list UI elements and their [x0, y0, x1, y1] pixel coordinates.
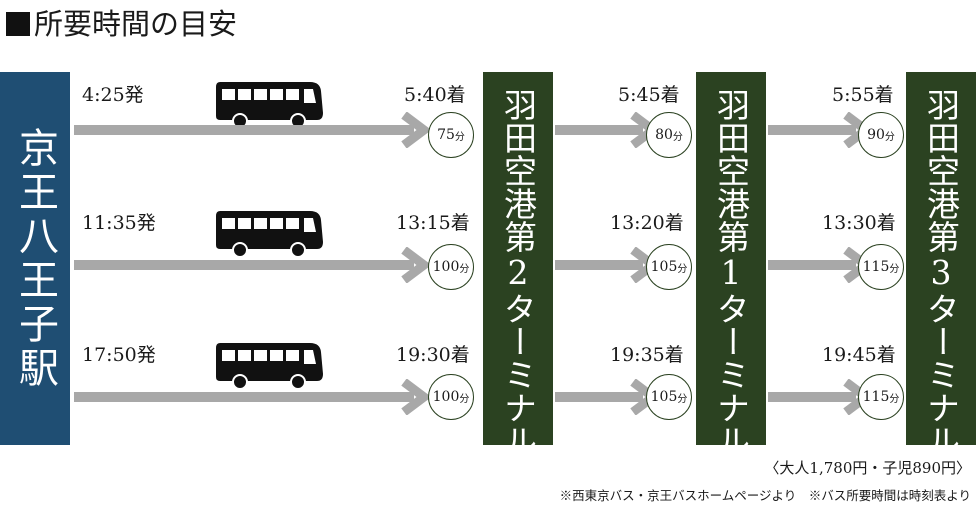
terminal-2-label: 羽田空港第2ターミナル [498, 88, 538, 457]
fare-text: 〈大人1,780円・子児890円〉 [764, 459, 971, 477]
page-title: 所要時間の目安 [6, 4, 237, 44]
bus-icon [216, 343, 323, 390]
right-arrow-icon [74, 247, 432, 283]
terminal-1-box: 羽田空港第1ターミナル [696, 72, 766, 457]
arrive-time-row2-t1: 13:20着 [610, 212, 684, 234]
bus-icon [216, 82, 323, 129]
arrive-time-row3-t1: 19:35着 [610, 344, 684, 366]
terminal-3-box: 羽田空港第3ターミナル [906, 72, 976, 457]
arrive-time-row1-t1: 5:45着 [618, 84, 680, 106]
terminal-3-label: 羽田空港第3ターミナル [921, 88, 961, 457]
depart-time-row1: 4:25発 [82, 84, 144, 106]
terminal-1-label: 羽田空港第1ターミナル [711, 88, 751, 457]
origin-station-label: 京王八王子駅 [12, 126, 58, 391]
depart-time-row2: 11:35発 [82, 212, 156, 234]
source-note: ※西東京バス・京王バスホームページより ※バス所要時間は時刻表より [559, 488, 971, 503]
right-arrow-icon [74, 379, 432, 415]
depart-time-row3: 17:50発 [82, 344, 156, 366]
right-arrow-icon [74, 112, 432, 148]
arrive-time-row2-t2: 13:15着 [396, 212, 470, 234]
title-square-icon [6, 12, 30, 36]
arrive-time-row2-t3: 13:30着 [822, 212, 896, 234]
bus-icon [216, 211, 323, 258]
arrive-time-row3-t2: 19:30着 [396, 344, 470, 366]
arrive-time-row1-t2: 5:40着 [404, 84, 466, 106]
arrive-time-row3-t3: 19:45着 [822, 344, 896, 366]
title-text: 所要時間の目安 [34, 7, 238, 41]
arrive-time-row1-t3: 5:55着 [832, 84, 894, 106]
terminal-2-box: 羽田空港第2ターミナル [483, 72, 553, 457]
origin-station-box: 京王八王子駅 [0, 72, 70, 445]
